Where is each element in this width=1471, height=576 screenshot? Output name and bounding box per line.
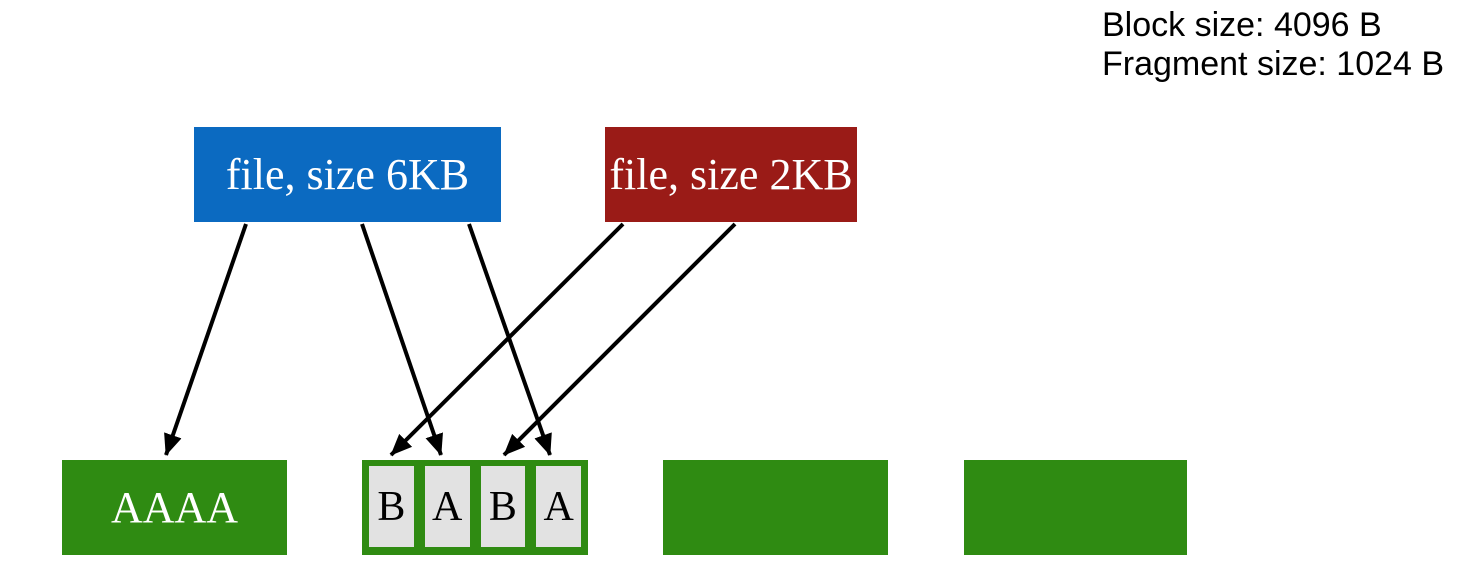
disk-block-free-2 — [964, 460, 1187, 555]
fragment-size-label: Fragment size: 1024 B — [1102, 45, 1445, 83]
arrow-6kb-to-frag4 — [467, 223, 552, 456]
fragment-4: A — [536, 466, 581, 547]
legend: Block size: 4096 B Fragment size: 1024 B — [1102, 6, 1444, 84]
file-box-6kb-label: file, size 6KB — [225, 150, 470, 199]
disk-block-fragmented: B A B A — [362, 460, 588, 555]
arrow-2kb-to-frag3 — [502, 222, 737, 457]
file-box-2kb: file, size 2KB — [605, 127, 857, 222]
fragment-1: B — [369, 466, 414, 547]
disk-block-free-1 — [663, 460, 888, 555]
file-box-2kb-label: file, size 2KB — [609, 150, 853, 199]
arrow-6kb-to-frag2 — [360, 223, 443, 456]
fragment-3: B — [480, 466, 526, 547]
arrow-6kb-to-block1 — [164, 223, 248, 456]
arrow-2kb-to-frag1 — [389, 222, 625, 457]
block-size-label: Block size: 4096 B — [1102, 6, 1382, 44]
file-box-6kb: file, size 6KB — [194, 127, 501, 222]
disk-block-allocated: AAAA — [62, 460, 287, 555]
fragment-2: A — [424, 466, 470, 547]
disk-block-allocated-label: AAAA — [110, 483, 239, 532]
